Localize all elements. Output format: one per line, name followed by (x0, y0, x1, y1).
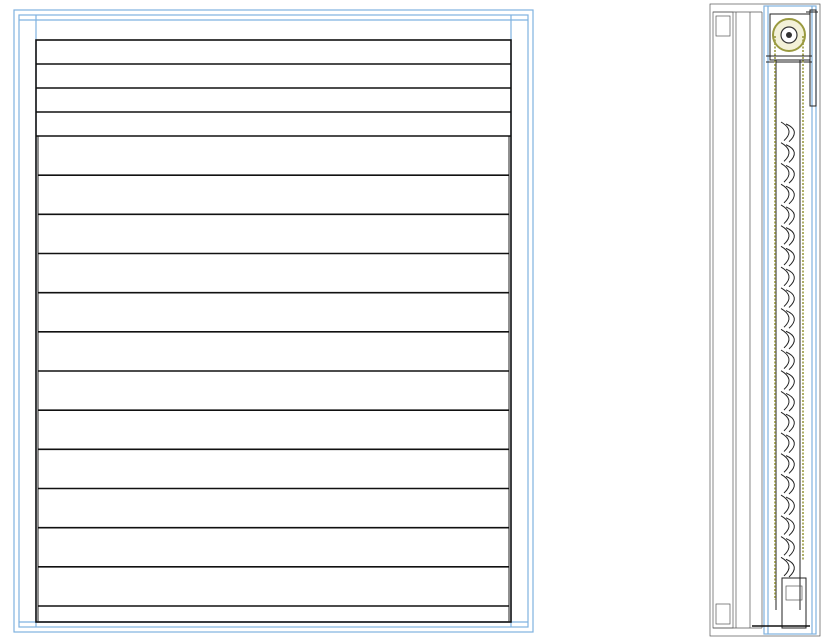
outer-frame (13, 9, 534, 633)
slat-link-profile (780, 163, 795, 184)
slat-link-profile (780, 287, 795, 308)
slat-lines (36, 63, 511, 607)
slat-link-profile (780, 556, 795, 578)
roller-axle (786, 32, 792, 38)
slat-link-profile (780, 308, 795, 329)
slat-link-profile (780, 473, 795, 495)
drive-chain (774, 36, 804, 600)
slat-link-profile (780, 245, 795, 267)
slat-link-profile (780, 432, 795, 453)
section-wall-frame (712, 11, 734, 629)
slat-link-profile (780, 142, 795, 163)
slat-link-profile (780, 225, 795, 246)
section-wall-bottom (715, 603, 731, 625)
section-wall-inner (715, 15, 731, 37)
slat-link-profile (780, 536, 795, 557)
slat-link-profile (780, 370, 795, 391)
slat-link-profile (780, 411, 795, 433)
side-cover-plate (809, 9, 817, 107)
section-guide-channel (763, 5, 817, 635)
slat-link-profile (780, 494, 795, 516)
slat-link-profile (780, 328, 795, 350)
bottom-bar (781, 577, 807, 629)
slat-link-profile (780, 204, 795, 225)
section-slat-links (780, 121, 795, 578)
slat-link-profile (780, 391, 795, 412)
slat-link-profile (780, 453, 795, 474)
slat-link-profile (780, 349, 795, 371)
front-elevation-view (13, 9, 534, 633)
slat-link-profile (780, 121, 795, 143)
shutter-curtain (35, 39, 512, 623)
slat-link-profile (780, 266, 795, 288)
bottom-bar-inner (785, 585, 803, 601)
slat-link-profile (780, 183, 795, 205)
section-outer-frame (709, 3, 821, 637)
slat-link-profile (780, 515, 795, 536)
outer-frame-inner-line (18, 14, 529, 628)
side-section-view (709, 3, 821, 637)
